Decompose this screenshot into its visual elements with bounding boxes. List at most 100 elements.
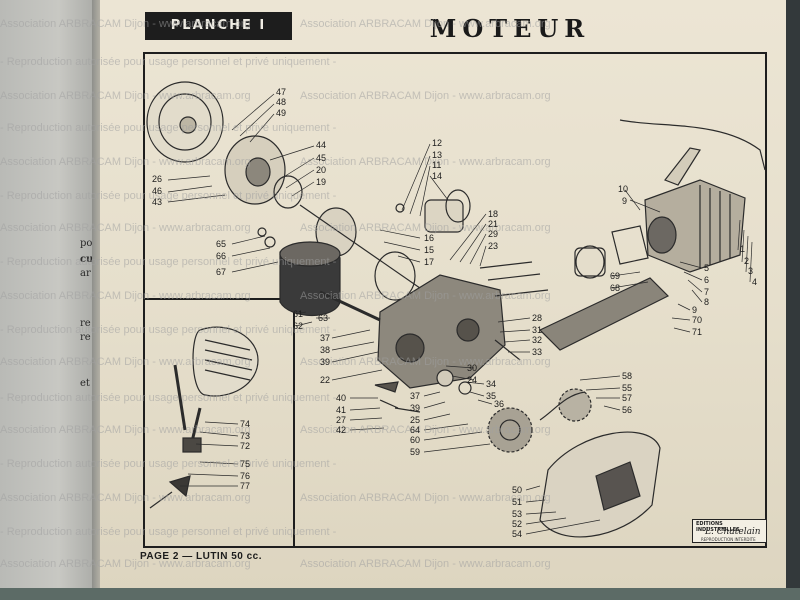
part-callout-number: 15 [424,245,435,255]
flywheel-part [146,81,224,163]
exhaust-part [538,147,701,351]
part-callout-number: 43 [152,197,163,207]
part-callout-number: 46 [152,186,163,196]
part-callout-number: 17 [424,257,435,267]
part-callout-number: 37 [410,391,421,401]
part-callout-number: 52 [512,519,523,529]
part-callout-number: 65 [216,239,227,249]
crankcase-part [377,261,549,389]
magnet-drum-part [279,241,341,317]
page-footer: PAGE 2 — LUTIN 50 cc. [140,551,263,562]
part-callout-number: 73 [240,431,251,441]
watermark-text: Association ARBRACAM Dijon - www.arbraca… [300,558,551,570]
watermark-text: Association ARBRACAM Dijon - www.arbraca… [0,18,251,30]
watermark-text: Association ARBRACAM Dijon - www.arbraca… [300,356,551,368]
part-callout-number: 58 [622,371,633,381]
part-callout-number: 61 [293,309,304,319]
part-callout-number: 23 [488,241,499,251]
watermark-text: - Reproduction autorisée pour usage pers… [0,122,337,134]
part-callout-number: 66 [216,251,227,261]
part-callout-number: 51 [512,497,523,507]
part-callout-number: 55 [622,383,633,393]
part-callout-number: 56 [622,405,633,415]
part-callout-number: 9 [622,196,628,206]
watermark-text: Association ARBRACAM Dijon - www.arbraca… [0,290,251,302]
plate-label: PLANCHE I [145,12,292,40]
part-callout-number: 42 [336,425,347,435]
part-callout-number: 28 [532,313,543,323]
piston-part [424,189,606,279]
text-fragment: re [80,318,91,329]
watermark-text: Association ARBRACAM Dijon - www.arbraca… [300,18,551,30]
part-callout-number: 68 [610,283,621,293]
part-callout-number: 36 [494,399,505,409]
part-callout-number: 70 [692,315,703,325]
watermark-text: - Reproduction autorisée pour usage pers… [0,392,337,404]
part-callout-number: 59 [410,447,421,457]
part-callout-number: 20 [316,165,327,175]
watermark-text: Association ARBRACAM Dijon - www.arbraca… [0,90,251,102]
part-callout-number: 38 [320,345,331,355]
watermark-text: Association ARBRACAM Dijon - www.arbraca… [300,156,551,168]
text-fragment: re [80,332,91,343]
watermark-text: Association ARBRACAM Dijon - www.arbraca… [0,558,251,570]
part-callout-number: 30 [467,363,478,373]
part-callout-number: 67 [216,267,227,277]
inset-frame [143,298,295,546]
watermark-text: Association ARBRACAM Dijon - www.arbraca… [0,492,251,504]
part-callout-number: 11 [432,160,442,170]
part-callout-number: 47 [276,87,287,97]
part-callout-number: 76 [240,471,251,481]
part-callout-number: 57 [622,393,633,403]
part-callout-number: 48 [276,97,287,107]
part-callout-number: 3 [748,266,754,276]
part-callout-number: 21 [488,219,499,229]
part-callout-number: 24 [467,375,478,385]
part-callout-number: 39 [320,357,331,367]
watermark-text: Association ARBRACAM Dijon - www.arbraca… [0,356,251,368]
watermark-text: Association ARBRACAM Dijon - www.arbraca… [300,90,551,102]
part-callout-number: 6 [704,275,710,285]
watermark-text: - Reproduction autorisée pour usage pers… [0,526,337,538]
part-callout-number: 71 [692,327,703,337]
part-callout-number: 49 [276,108,287,118]
part-callout-number: 26 [152,174,163,184]
gasket-part [611,225,649,265]
part-callout-number: 8 [704,297,710,307]
part-callout-number: 75 [240,459,251,469]
part-callout-number: 22 [320,375,331,385]
part-callout-number: 77 [240,481,251,491]
part-callout-number: 69 [610,271,621,281]
part-callout-number: 27 [336,415,347,425]
part-callout-number: 25 [410,415,421,425]
publisher-notice: REPRODUCTION INTERDITE [701,537,756,542]
page-title: MOTEUR [429,14,591,43]
part-callout-number: 74 [240,419,251,429]
watermark-text: - Reproduction autorisée pour usage pers… [0,458,337,470]
part-callout-number: 62 [293,321,304,331]
gear-part [487,388,592,453]
watermark-text: Association ARBRACAM Dijon - www.arbraca… [300,222,551,234]
part-callout-number: 29 [488,229,499,239]
part-callout-number: 64 [410,425,421,435]
part-callout-number: 41 [336,405,347,415]
part-callout-number: 14 [432,171,443,181]
part-callout-number: 32 [532,335,543,345]
watermark-text: - Reproduction autorisée pour usage pers… [0,256,337,268]
text-fragment: ar [80,268,91,279]
text-fragment: et [80,378,90,389]
clutch-cover-part [539,431,661,538]
part-callout-number: 18 [488,209,499,219]
part-callout-number: 13 [432,150,443,160]
part-callout-number: 37 [320,333,331,343]
hardware-parts [257,203,421,413]
publisher-line: EDITIONS INDUSTRIELLES [696,521,740,533]
part-callout-number: 9 [692,305,698,315]
watermark-text: - Reproduction autorisée pour usage pers… [0,324,337,336]
watermark-text: Association ARBRACAM Dijon - www.arbraca… [300,424,551,436]
part-callout-number: 54 [512,529,523,539]
part-callout-number: 19 [316,177,327,187]
text-fragment: cu [80,254,94,265]
watermark-text: Association ARBRACAM Dijon - www.arbraca… [0,156,251,168]
